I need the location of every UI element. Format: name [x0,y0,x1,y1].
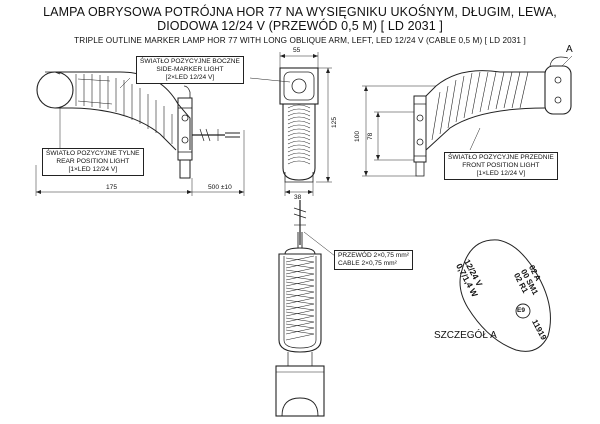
side-marker-label: ŚWIATŁO POZYCYJNE BOCZNE SIDE-MARKER LIG… [136,56,244,84]
side-marker-label-en: SIDE-MARKER LIGHT [156,66,224,73]
side-marker-label-pl: ŚWIATŁO POZYCYJNE BOCZNE [140,58,240,65]
dimension-175: 175 [106,184,118,191]
detail-marker-a: A [566,44,573,55]
front-position-label: ŚWIATŁO POZYCYJNE PRZEDNIE FRONT POSITIO… [444,152,558,180]
dimension-125: 125 [331,116,338,128]
front-position-label-pl: ŚWIATŁO POZYCYJNE PRZEDNIE [448,154,554,161]
right-lamp-view [362,55,573,177]
cable-label: PRZEWÓD 2×0,75 mm² CABLE 2×0,75 mm² [334,250,413,270]
rear-position-label-en: REAR POSITION LIGHT [56,158,130,165]
front-position-label-en: FRONT POSITION LIGHT [462,162,540,169]
rear-position-label-led: [1×LED 12/24 V] [68,166,118,173]
dimension-78: 78 [367,132,374,140]
dimension-38: 38 [294,194,302,201]
title-line-2: DIODOWA 12/24 V (PRZEWÓD 0,5 M) [ LD 203… [157,19,443,33]
title-line-1: LAMPA OBRYSOWA POTRÓJNA HOR 77 NA WYSIĘG… [43,5,557,19]
left-lamp-view [35,71,245,196]
cable-label-en: CABLE 2×0,75 mm² [338,260,397,267]
rear-position-label-pl: ŚWIATŁO POZYCYJNE TYLNE [46,150,140,157]
title-line-3: TRIPLE OUTLINE MARKER LAMP HOR 77 WITH L… [74,36,526,45]
rear-position-label: ŚWIATŁO POZYCYJNE TYLNE REAR POSITION LI… [42,148,144,176]
side-marker-label-led: [2×LED 12/24 V] [165,74,215,81]
front-position-label-led: [1×LED 12/24 V] [476,170,526,177]
cable-label-pl: PRZEWÓD 2×0,75 mm² [338,252,409,259]
detail-caption: SZCZEGÓŁ A [434,330,497,341]
front-lamp-view [249,52,332,196]
bottom-lamp-view [275,200,336,417]
dimension-55: 55 [293,47,301,54]
detail-approval-mark: E9 [517,307,525,314]
detail-a-view [459,239,551,352]
dimension-100: 100 [354,130,361,142]
dimension-500: 500 ±10 [208,184,232,191]
